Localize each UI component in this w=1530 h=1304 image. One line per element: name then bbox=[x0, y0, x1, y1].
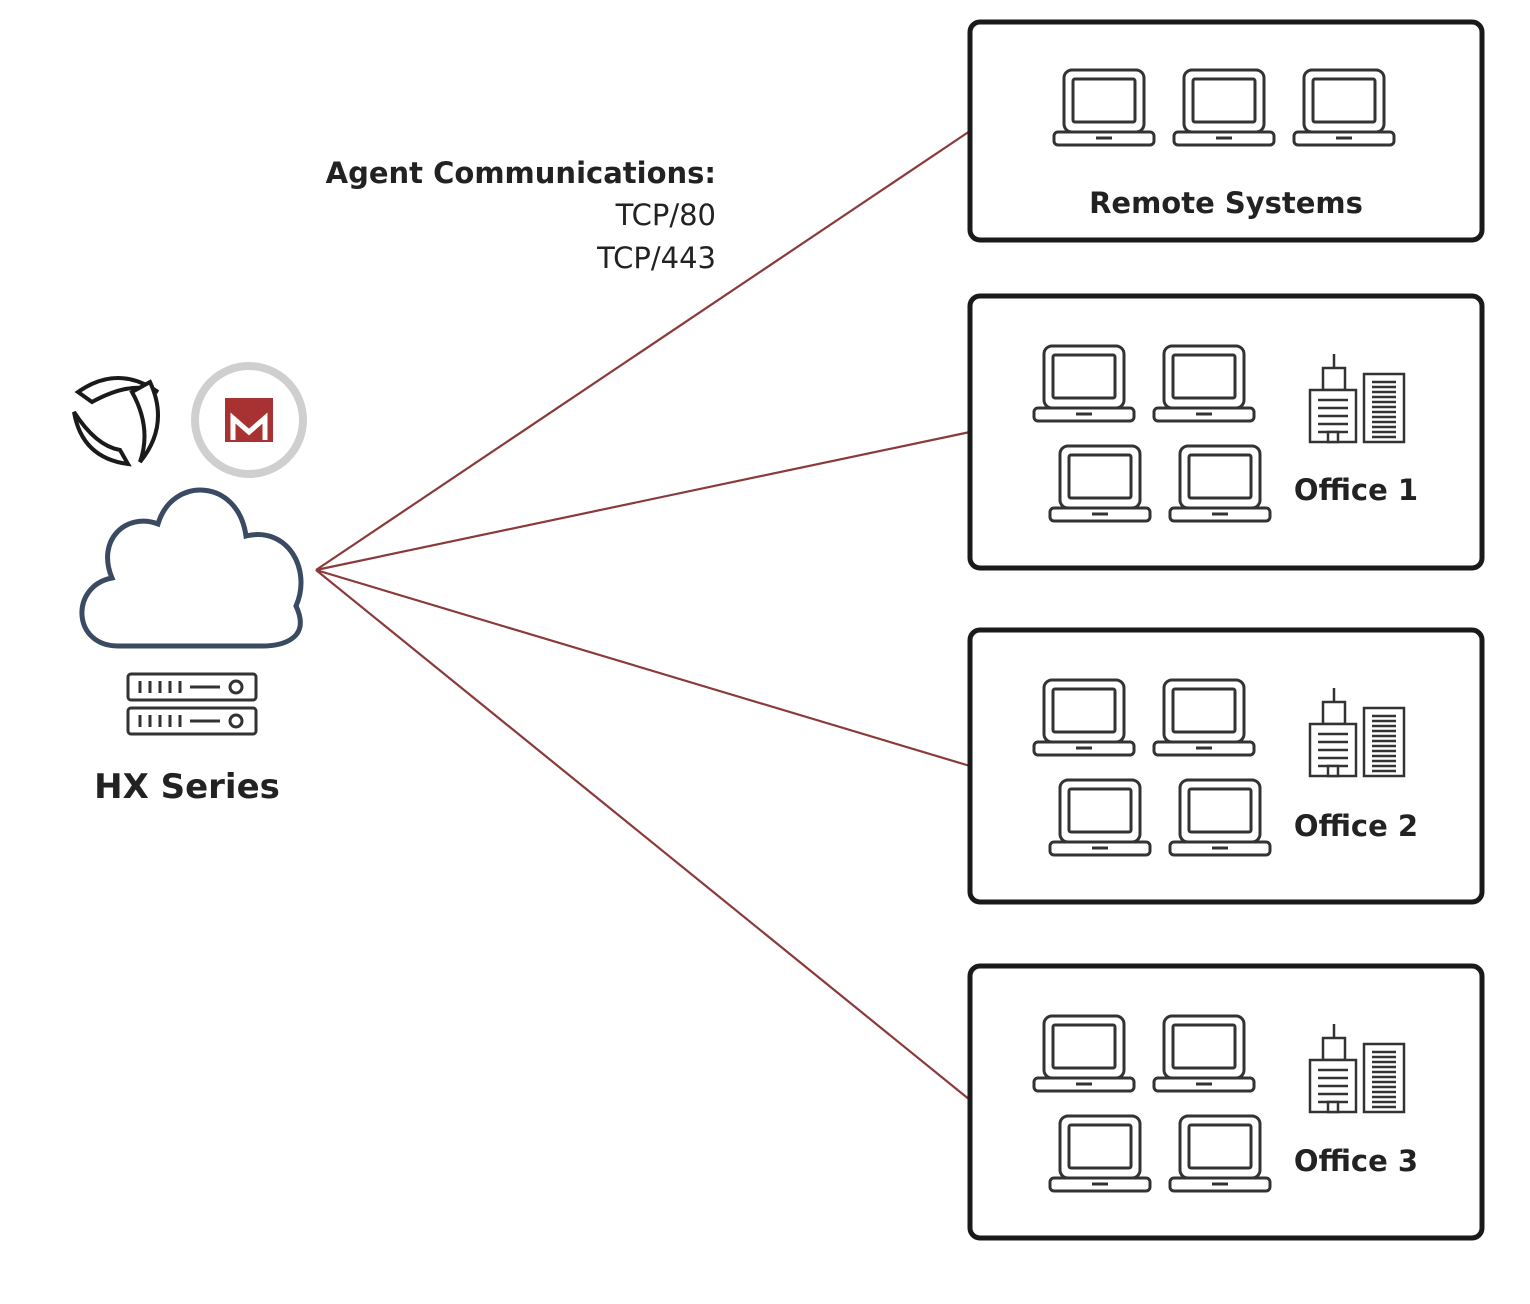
laptop-icon bbox=[1032, 678, 1136, 757]
annotation-port-80: TCP/80 bbox=[615, 198, 716, 232]
connector-line-1 bbox=[315, 130, 971, 571]
agent-communications-annotation: Agent Communications: TCP/80 TCP/443 bbox=[326, 156, 716, 275]
group-label: Remote Systems bbox=[1089, 186, 1363, 220]
office-building-icon bbox=[1308, 1024, 1406, 1114]
server-rack-icon bbox=[126, 672, 258, 736]
office-building-icon bbox=[1308, 354, 1406, 444]
hub-label: HX Series bbox=[94, 767, 280, 807]
connector-line-4 bbox=[315, 569, 971, 1101]
laptop-icon bbox=[1168, 778, 1272, 857]
laptop-icon bbox=[1052, 68, 1156, 147]
laptop-icon bbox=[1048, 1114, 1152, 1193]
annotation-title: Agent Communications: bbox=[326, 156, 716, 190]
laptop-icon bbox=[1152, 678, 1256, 757]
annotation-port-443: TCP/443 bbox=[596, 241, 716, 275]
group-label: Office 1 bbox=[1294, 473, 1418, 507]
laptop-icon bbox=[1172, 68, 1276, 147]
laptop-icon bbox=[1168, 444, 1272, 523]
group-label: Office 3 bbox=[1294, 1144, 1418, 1178]
mandiant-m-logo bbox=[191, 362, 307, 478]
fireeye-swirl-icon bbox=[72, 376, 160, 467]
laptop-icon bbox=[1152, 344, 1256, 423]
laptop-icon bbox=[1168, 1114, 1272, 1193]
laptop-icon bbox=[1292, 68, 1396, 147]
connector-line-2 bbox=[315, 430, 971, 572]
laptop-icon bbox=[1032, 1014, 1136, 1093]
group-label: Office 2 bbox=[1294, 809, 1418, 843]
office-building-icon bbox=[1308, 688, 1406, 778]
icon-layer bbox=[1032, 68, 1406, 1193]
laptop-icon bbox=[1048, 444, 1152, 523]
connector-lines bbox=[315, 130, 971, 1101]
hx-series-hub: HX Series bbox=[72, 362, 307, 807]
connector-line-3 bbox=[315, 568, 971, 768]
cloud-icon bbox=[79, 487, 304, 649]
laptop-icon bbox=[1152, 1014, 1256, 1093]
laptop-icon bbox=[1032, 344, 1136, 423]
laptop-icon bbox=[1048, 778, 1152, 857]
